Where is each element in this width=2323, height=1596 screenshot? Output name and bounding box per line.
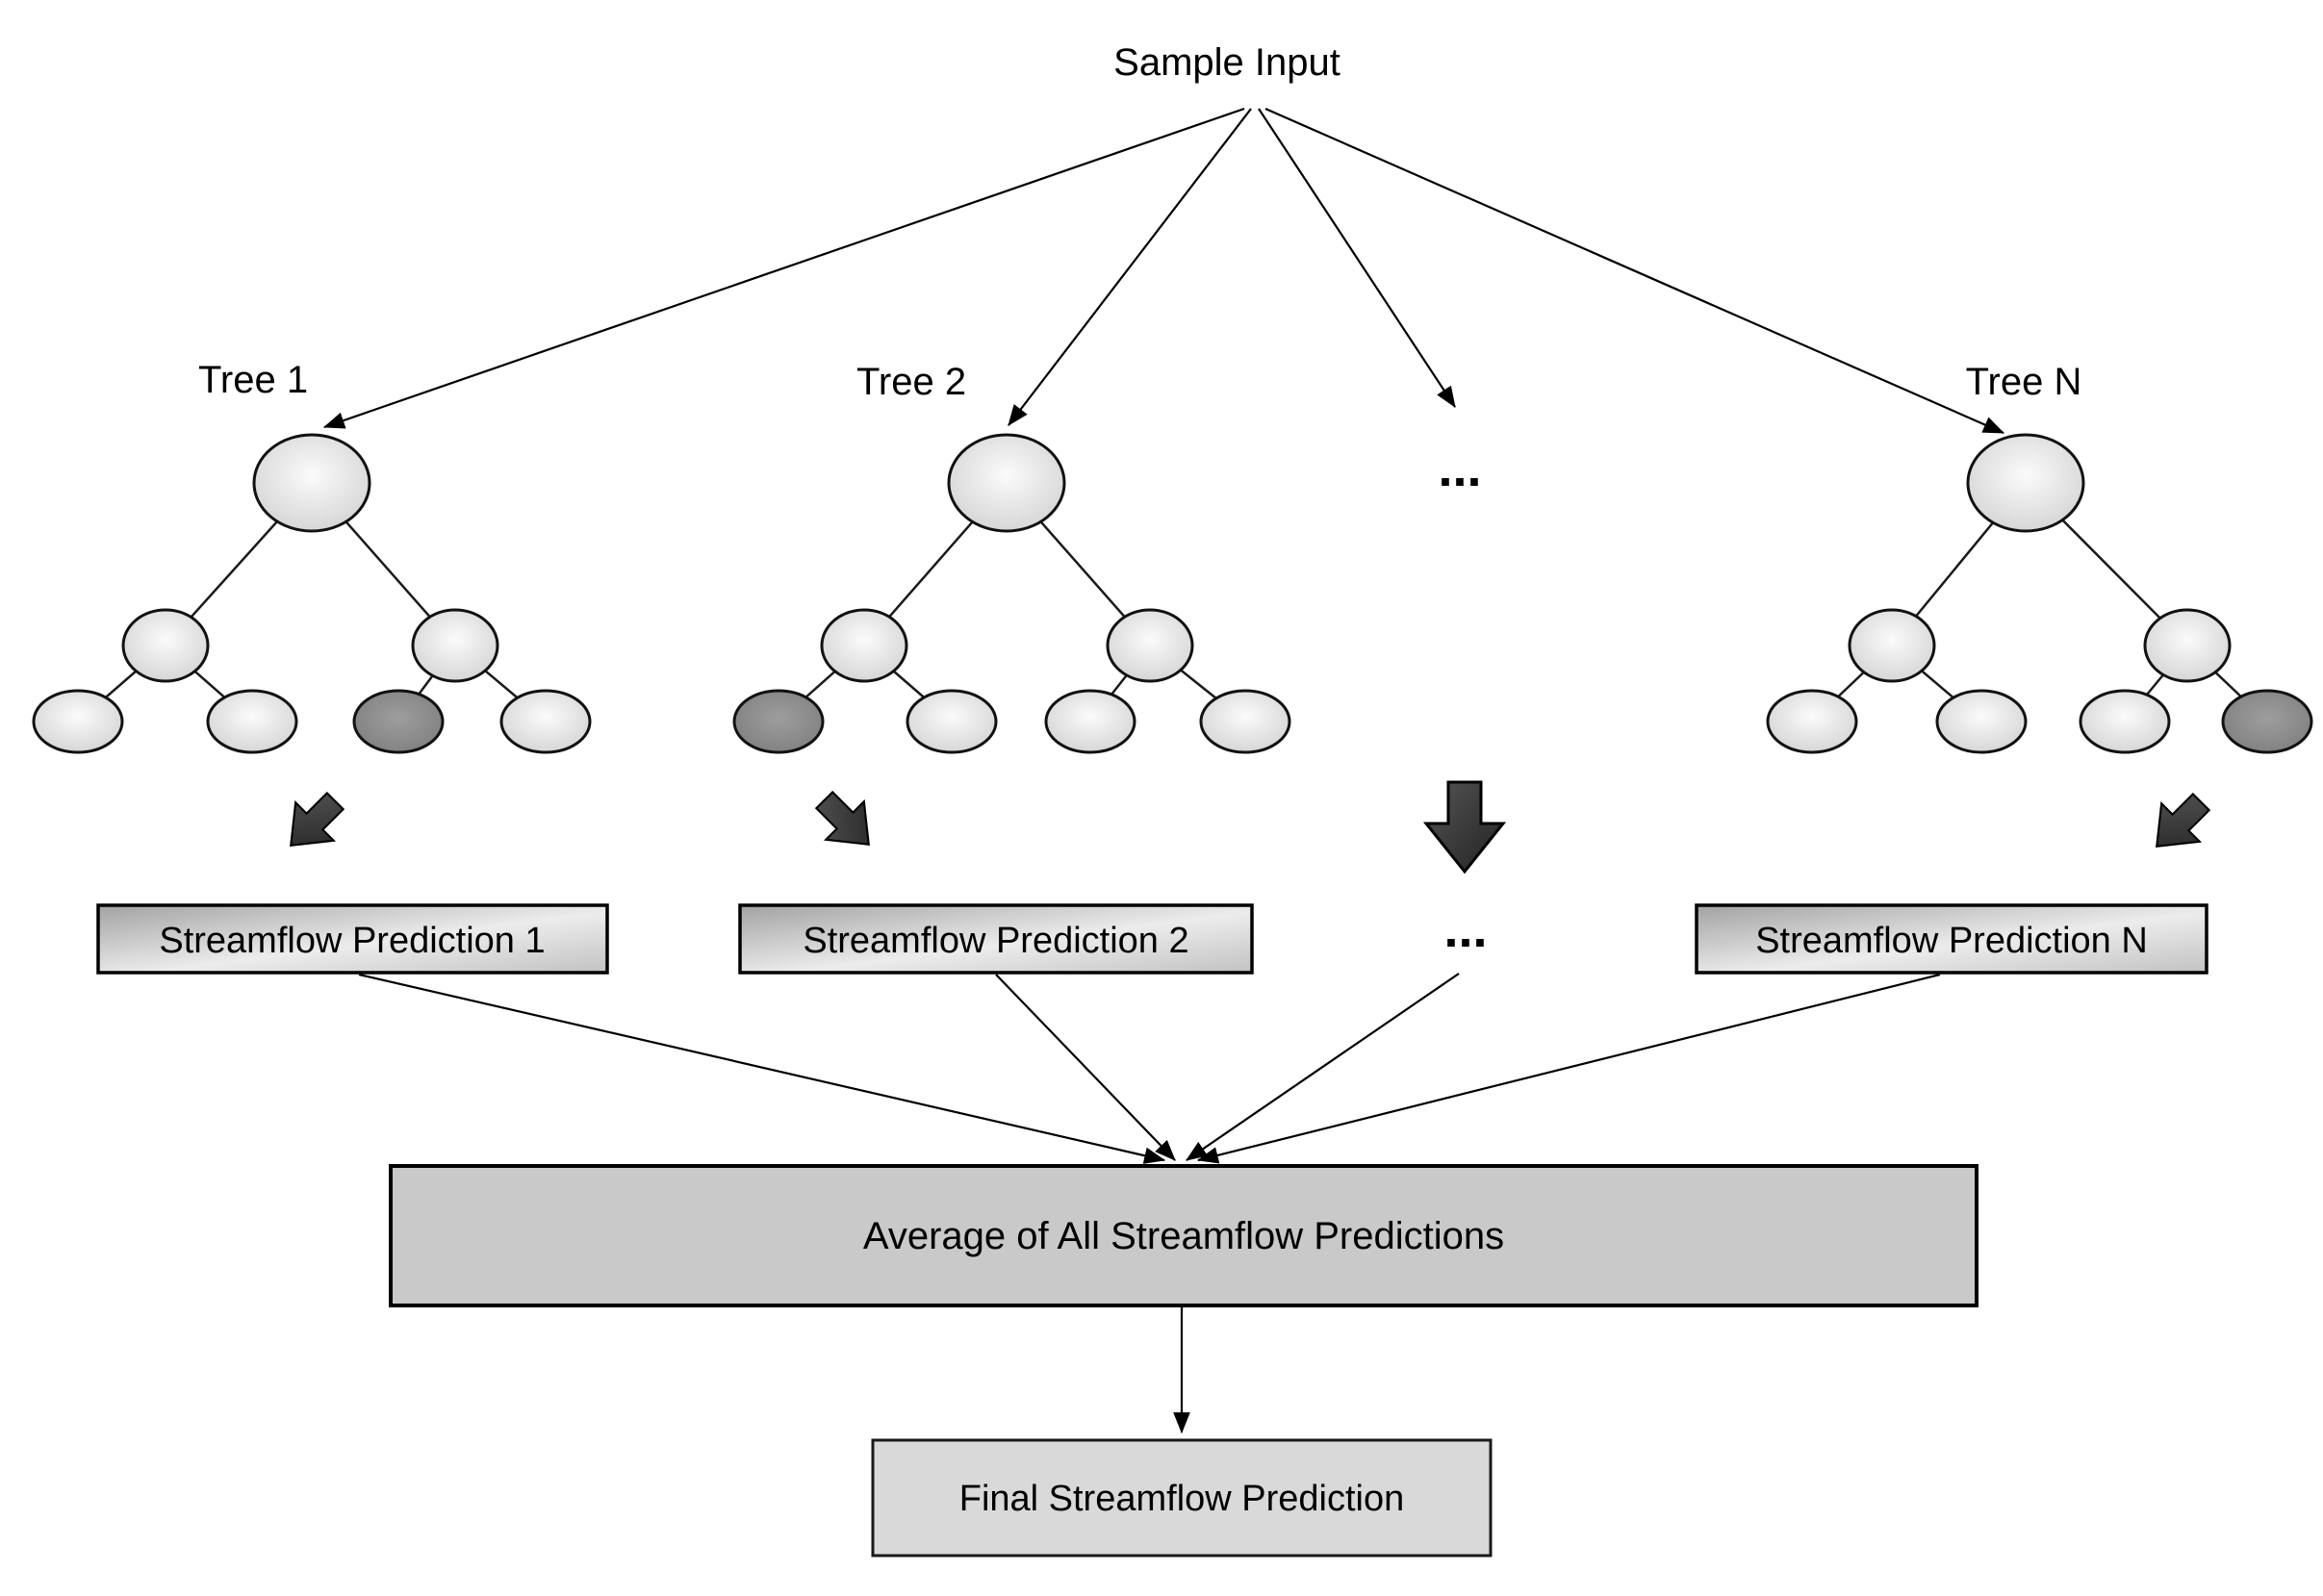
sample-input-fan-arrows — [322, 107, 2005, 435]
tree-2-leaf-node — [1199, 689, 1291, 754]
tree-2-root-node — [947, 433, 1066, 533]
tree-2-leaf-node — [1044, 689, 1136, 754]
prediction-box-n-rect — [1695, 903, 2208, 975]
sample-input-label: Sample Input — [1113, 41, 1340, 84]
tree-2-internal-node-left — [820, 608, 908, 683]
tree-n-root-node — [1966, 433, 2085, 533]
tree-2-label: Tree 2 — [856, 361, 966, 403]
tree-1-leaf-node — [32, 689, 124, 754]
average-box-rect — [389, 1164, 1978, 1307]
tree-n-label: Tree N — [1966, 361, 2082, 403]
tree-1-root-node — [252, 433, 371, 533]
tree-n-internal-node-left — [1848, 608, 1936, 683]
tree-2-leaf-node — [906, 689, 998, 754]
arrow-prediction-1-to-average — [358, 973, 1166, 1164]
tree-n — [1766, 433, 2313, 754]
tree-2 — [732, 433, 1291, 754]
tree-2-highlighted-leaf-node — [732, 689, 825, 754]
tree-1-highlighted-leaf-node — [352, 689, 445, 754]
prediction-box-2-rect — [738, 903, 1254, 975]
converging-arrows — [358, 973, 1941, 1164]
average-box: Average of All Streamflow Predictions — [389, 1164, 1978, 1307]
more-trees-ellipsis: ... — [1438, 440, 1481, 497]
final-box-label: Final Streamflow Prediction — [959, 1479, 1405, 1519]
more-predictions-ellipsis: ... — [1443, 900, 1487, 958]
tree-n-internal-node-right — [2143, 608, 2232, 683]
tree-1-leaf-node — [499, 689, 592, 754]
average-box-label: Average of All Streamflow Predictions — [863, 1215, 1504, 1257]
tree-n-highlighted-leaf-node — [2221, 689, 2313, 754]
tree-n-leaf-node — [1766, 689, 1858, 754]
prediction-box-2: Streamflow Prediction 2 — [738, 903, 1254, 975]
tree-1-internal-node-left — [121, 608, 210, 683]
tree-1-label: Tree 1 — [198, 359, 308, 401]
tree-1 — [32, 433, 592, 754]
tree-n-leaf-node — [2079, 689, 2171, 754]
arrow-prediction-2-to-average — [995, 974, 1176, 1161]
prediction-box-n: Streamflow Prediction N — [1695, 903, 2208, 975]
prediction-box-1: Streamflow Prediction 1 — [96, 903, 609, 975]
arrow-prediction-n-to-average — [1196, 973, 1941, 1164]
prediction-box-1-label: Streamflow Prediction 1 — [159, 921, 545, 961]
arrow-input-to-tree-2 — [1008, 108, 1252, 426]
prediction-box-n-label: Streamflow Prediction N — [1755, 921, 2148, 961]
prediction-box-2-label: Streamflow Prediction 2 — [803, 921, 1188, 961]
tree-n-leaf-node — [1935, 689, 2028, 754]
arrow-ellipsis-to-average — [1186, 973, 1460, 1161]
tree-1-leaf-node — [206, 689, 298, 754]
tree-1-internal-node-right — [411, 608, 499, 683]
arrow-input-to-tree-n — [1264, 107, 2005, 435]
tree-2-internal-node-right — [1106, 608, 1194, 683]
final-box: Final Streamflow Prediction — [871, 1438, 1493, 1558]
arrow-input-to-tree-1 — [322, 107, 1245, 429]
final-box-rect — [871, 1438, 1493, 1558]
arrow-input-to-ellipsis — [1258, 108, 1456, 408]
prediction-box-1-rect — [96, 903, 609, 975]
